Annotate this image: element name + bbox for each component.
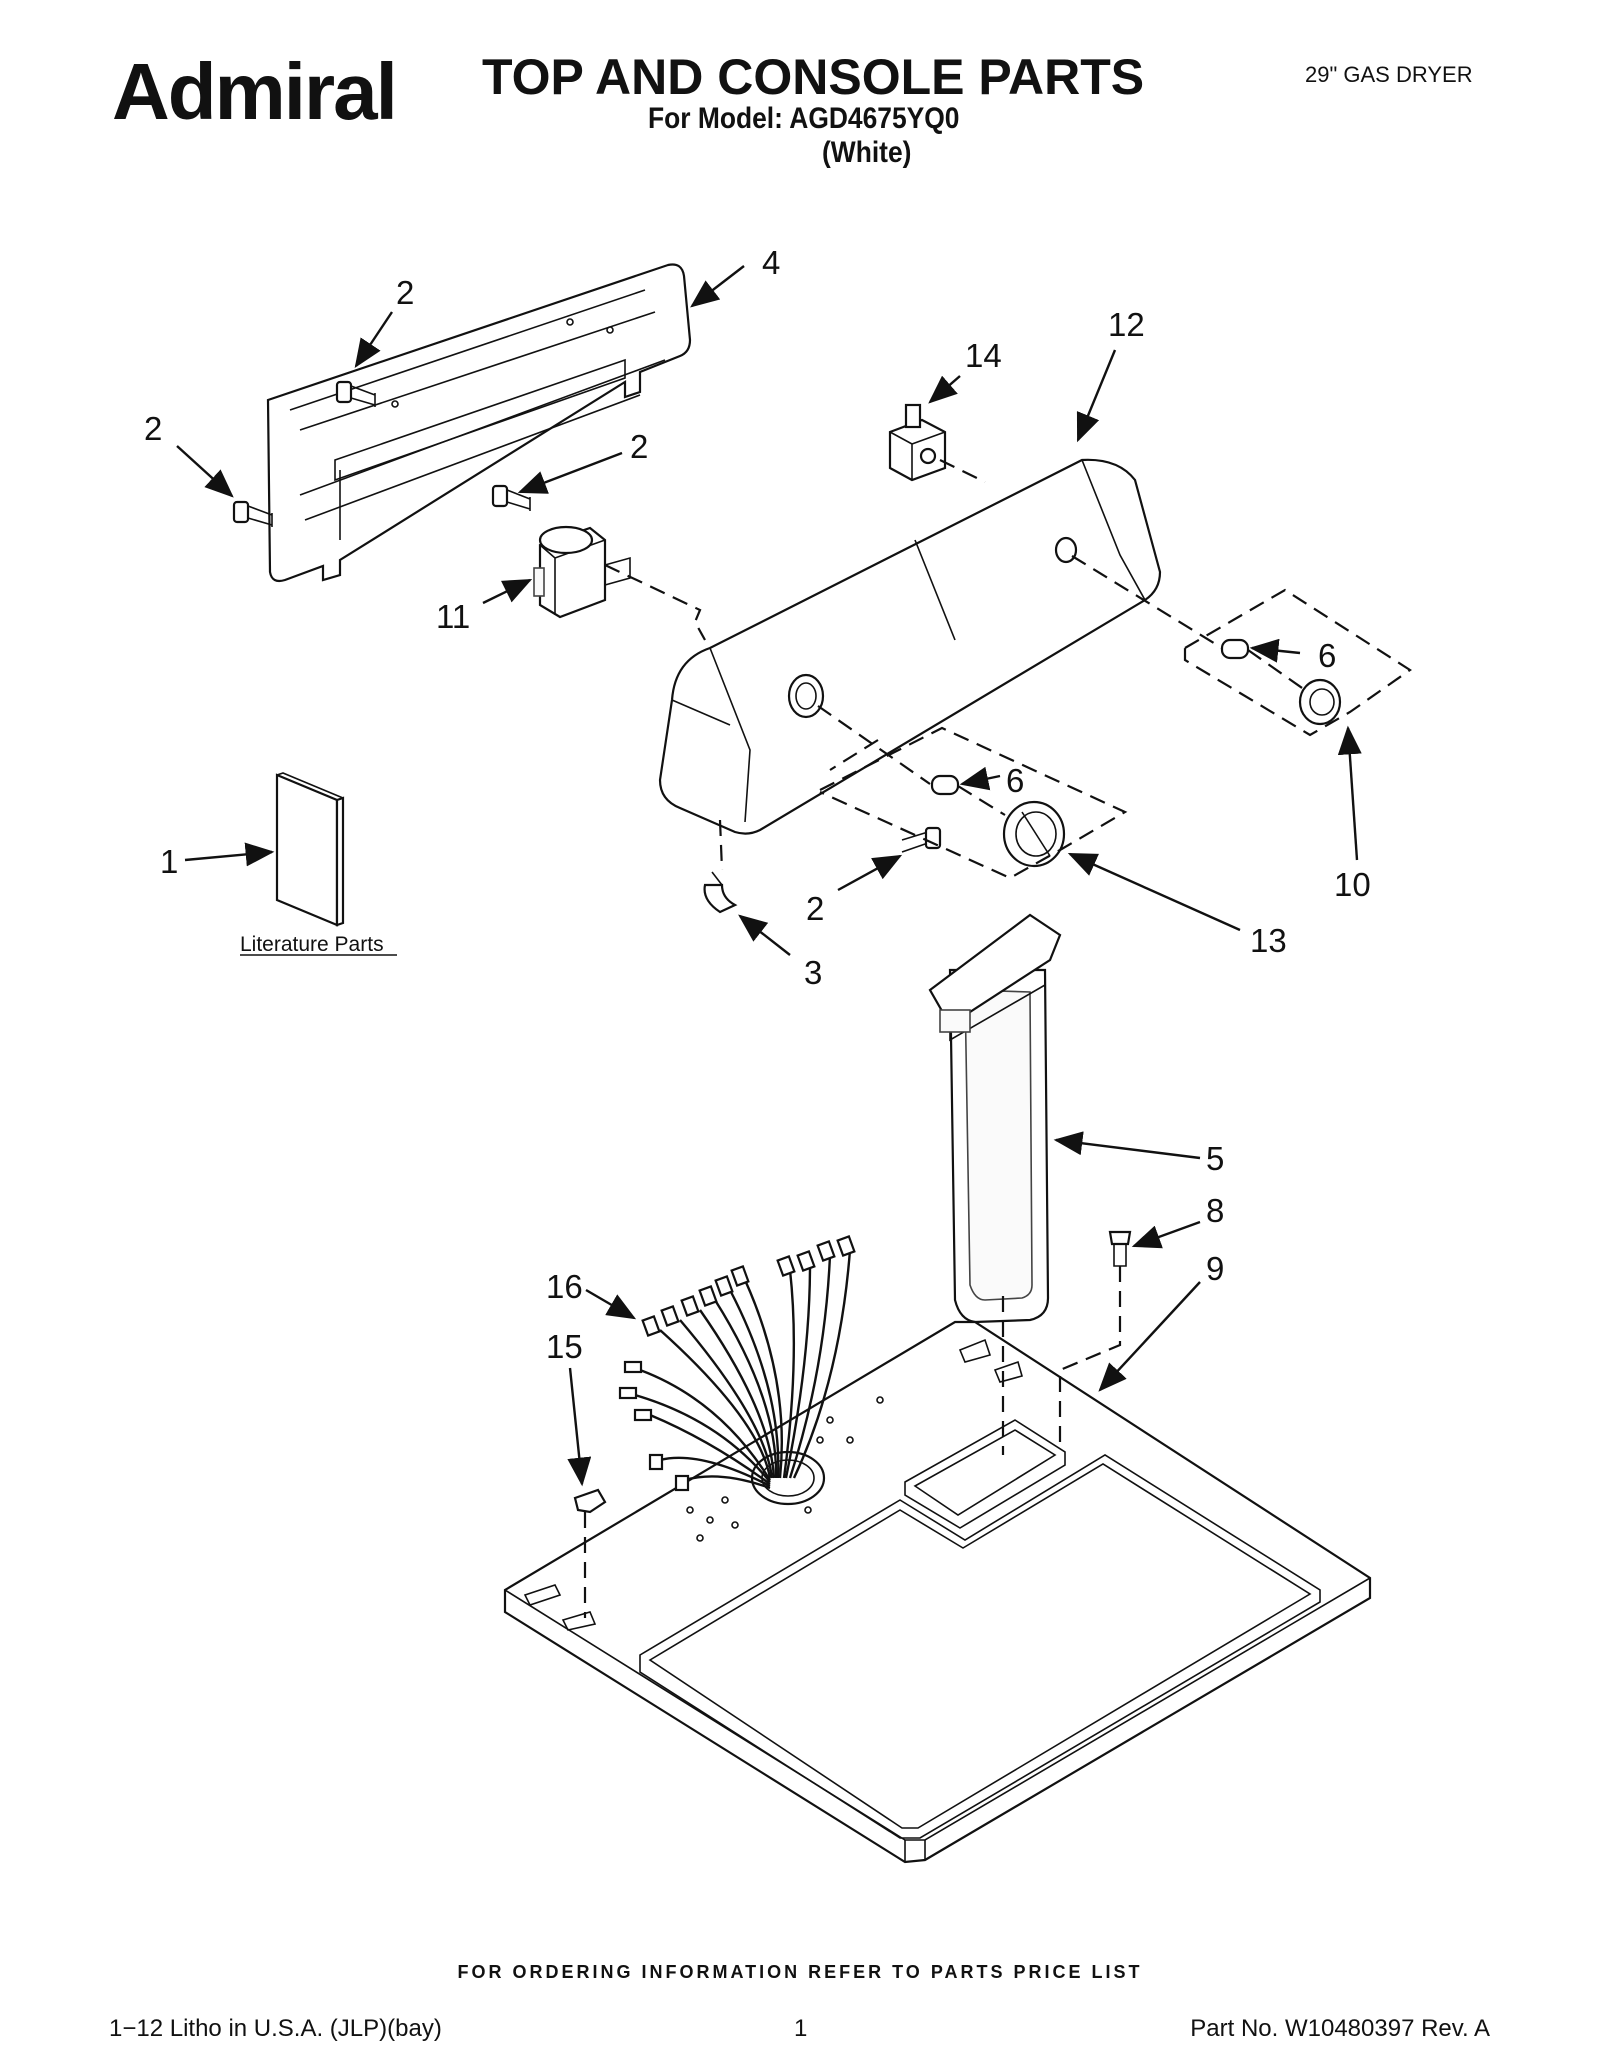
callout-9: 9 <box>1206 1250 1224 1287</box>
part-11-timer <box>533 525 631 619</box>
model-number: For Model: AGD4675YQ0 <box>648 102 960 135</box>
part-4-console-bracket <box>266 263 692 583</box>
part-13-timer-knob <box>1002 800 1066 868</box>
callout-5: 5 <box>1206 1140 1224 1177</box>
callout-2-lower: 2 <box>806 890 824 927</box>
litho-info: 1−12 Litho in U.S.A. (JLP)(bay) <box>109 2015 442 2042</box>
callout-2-middle: 2 <box>630 428 648 465</box>
callout-2-top: 2 <box>396 274 414 311</box>
callout-13: 13 <box>1250 922 1287 959</box>
screw-2-left <box>232 500 273 527</box>
callout-10: 10 <box>1334 866 1371 903</box>
callout-16: 16 <box>546 1268 583 1305</box>
part-6-bushing-right <box>1220 638 1250 660</box>
part-12-console <box>658 458 1162 835</box>
callout-6-right: 6 <box>1318 637 1336 674</box>
callout-leaders <box>176 265 1362 1487</box>
product-type: 29" GAS DRYER <box>1305 62 1473 87</box>
page-number: 1 <box>794 2015 808 2042</box>
callout-1: 1 <box>160 843 178 880</box>
callout-3: 3 <box>804 954 822 991</box>
part-6-bushing-center <box>930 774 960 796</box>
ordering-note: FOR ORDERING INFORMATION REFER TO PARTS … <box>457 1962 1143 1982</box>
part-9-top-panel <box>503 1320 1372 1864</box>
part-16-wire-harness <box>618 1235 856 1492</box>
literature-parts-label: Literature Parts <box>240 933 384 956</box>
part-10-knob-right <box>1298 678 1342 726</box>
callout-11: 11 <box>436 598 470 635</box>
part-14-switch <box>888 403 947 482</box>
part-8-screw <box>1108 1230 1132 1267</box>
callout-14: 14 <box>965 337 1002 374</box>
callout-4: 4 <box>762 244 780 281</box>
callout-8: 8 <box>1206 1192 1224 1229</box>
callout-15: 15 <box>546 1328 583 1365</box>
screw-2-middle <box>491 484 531 511</box>
part-1-literature <box>275 772 345 927</box>
part-5-lint-screen <box>928 913 1062 1324</box>
callout-6-center: 6 <box>1006 762 1024 799</box>
model-color: (White) <box>822 136 912 169</box>
page-title: TOP AND CONSOLE PARTS <box>482 49 1145 105</box>
callout-12: 12 <box>1108 306 1145 343</box>
brand-logo: Admiral <box>112 47 398 136</box>
part-3-clip <box>703 871 738 914</box>
callout-2-left: 2 <box>144 410 162 447</box>
screw-2-top <box>335 380 376 407</box>
screw-2-lower <box>901 826 942 853</box>
callout-numbers: 2 4 2 2 11 14 12 6 10 6 1 2 13 3 5 8 9 1… <box>144 244 1371 1365</box>
part-number: Part No. W10480397 Rev. A <box>1190 2015 1490 2042</box>
part-15-sensor <box>573 1488 607 1514</box>
